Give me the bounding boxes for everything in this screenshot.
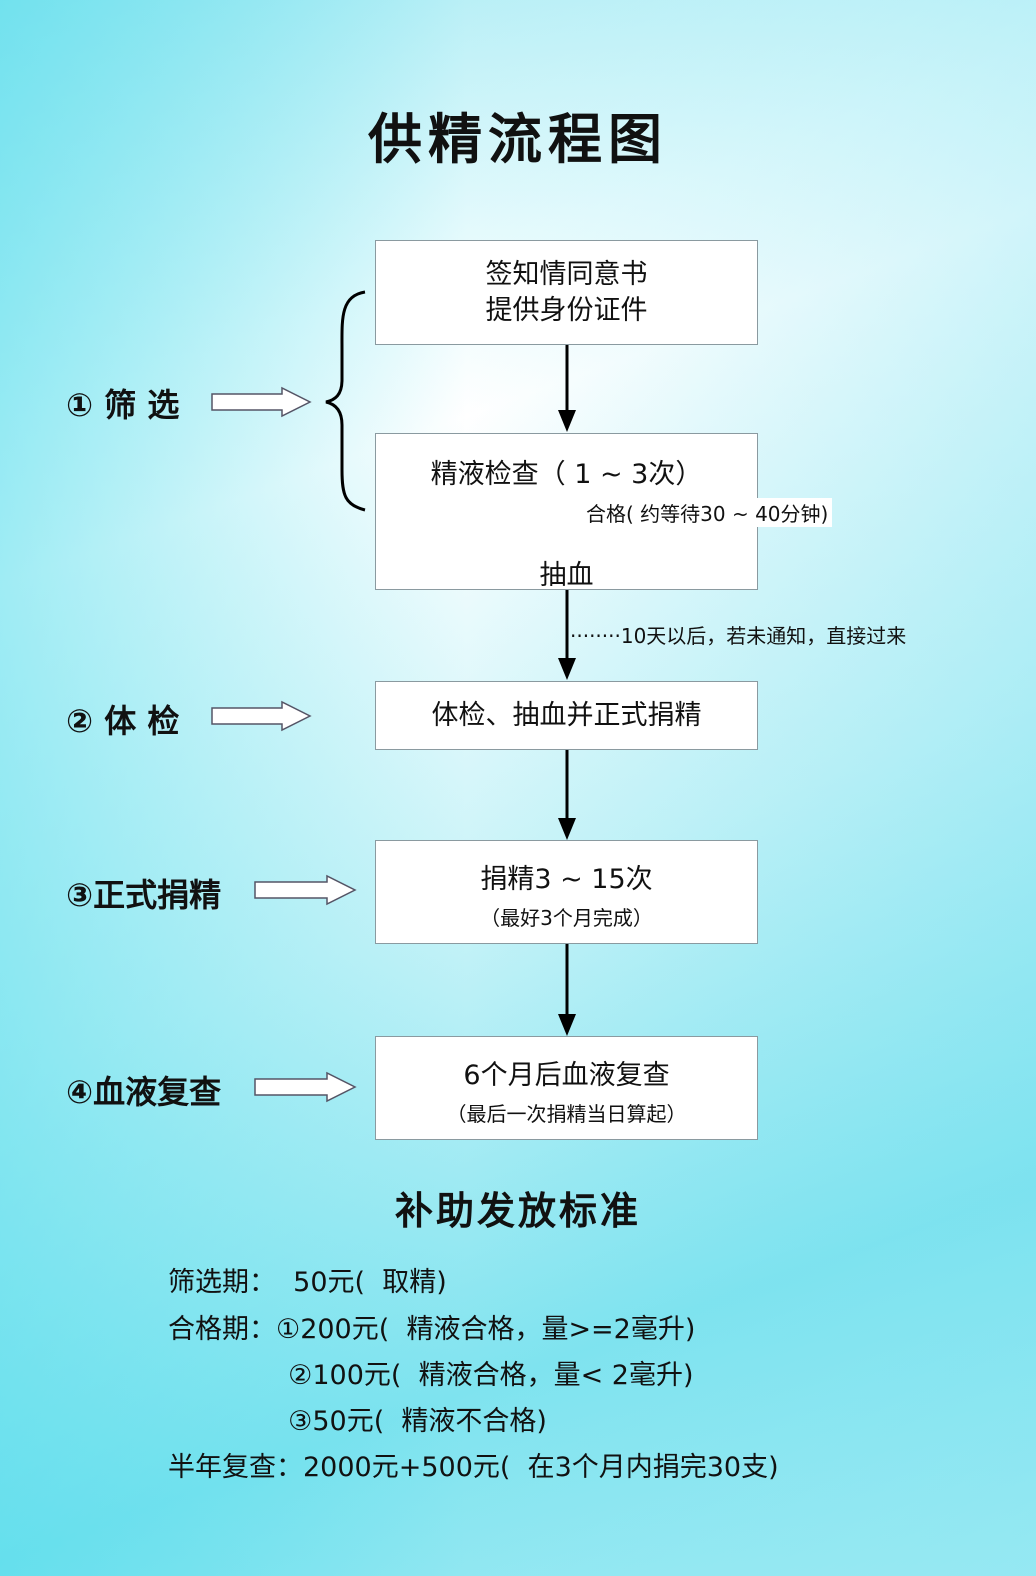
step-blood-recheck-label: ④血液复查 (66, 1073, 222, 1111)
step-donation-label: ③正式捐精 (66, 876, 222, 914)
box-text: 提供身份证件 (485, 295, 648, 326)
subsidy-line: ②100元( 精液合格，量< 2毫升) (168, 1360, 694, 1391)
box-text: 抽血 (539, 560, 594, 591)
box-text: 体检、抽血并正式捐精 (431, 700, 702, 731)
box-physical-exam: 体检、抽血并正式捐精 (375, 681, 758, 750)
down-arrow (558, 345, 576, 432)
down-arrow (558, 590, 576, 680)
ten-days-note: ········10天以后，若未通知，直接过来 (570, 624, 907, 648)
box-text: （最后一次捐精当日算起） (446, 1102, 687, 1126)
box-consent: 签知情同意书 提供身份证件 (375, 240, 758, 345)
hollow-arrow-icon (254, 874, 357, 906)
hollow-arrow-icon (211, 386, 312, 418)
box-text: 捐精3 ~ 15次 (480, 864, 653, 895)
down-arrow (558, 750, 576, 840)
qualified-note: 合格( 约等待30 ~ 40分钟) (582, 498, 833, 527)
subsidy-title: 补助发放标准 (394, 1189, 641, 1233)
hollow-arrow-icon (254, 1071, 357, 1103)
box-text: 6个月后血液复查 (463, 1060, 670, 1091)
box-blood-recheck: 6个月后血液复查 （最后一次捐精当日算起） (375, 1036, 758, 1140)
brace-icon (325, 290, 366, 512)
subsidy-line: 筛选期： 50元( 取精) (168, 1267, 447, 1298)
step-screening-label: ① 筛 选 (66, 386, 180, 424)
step-physical-exam-label: ② 体 检 (66, 702, 180, 740)
box-text: 精液检查（ 1 ~ 3次） (430, 459, 703, 490)
hollow-arrow-icon (211, 700, 312, 732)
box-text: 签知情同意书 (485, 259, 648, 290)
box-donation: 捐精3 ~ 15次 （最好3个月完成） (375, 840, 758, 944)
subsidy-line: ③50元( 精液不合格) (168, 1406, 547, 1437)
down-arrow (558, 944, 576, 1036)
subsidy-line: 半年复查：2000元+500元( 在3个月内捐完30支) (168, 1452, 779, 1483)
box-text: （最好3个月完成） (480, 906, 653, 930)
page-title: 供精流程图 (368, 108, 668, 171)
subsidy-line: 合格期：①200元( 精液合格，量>=2毫升) (168, 1314, 696, 1345)
